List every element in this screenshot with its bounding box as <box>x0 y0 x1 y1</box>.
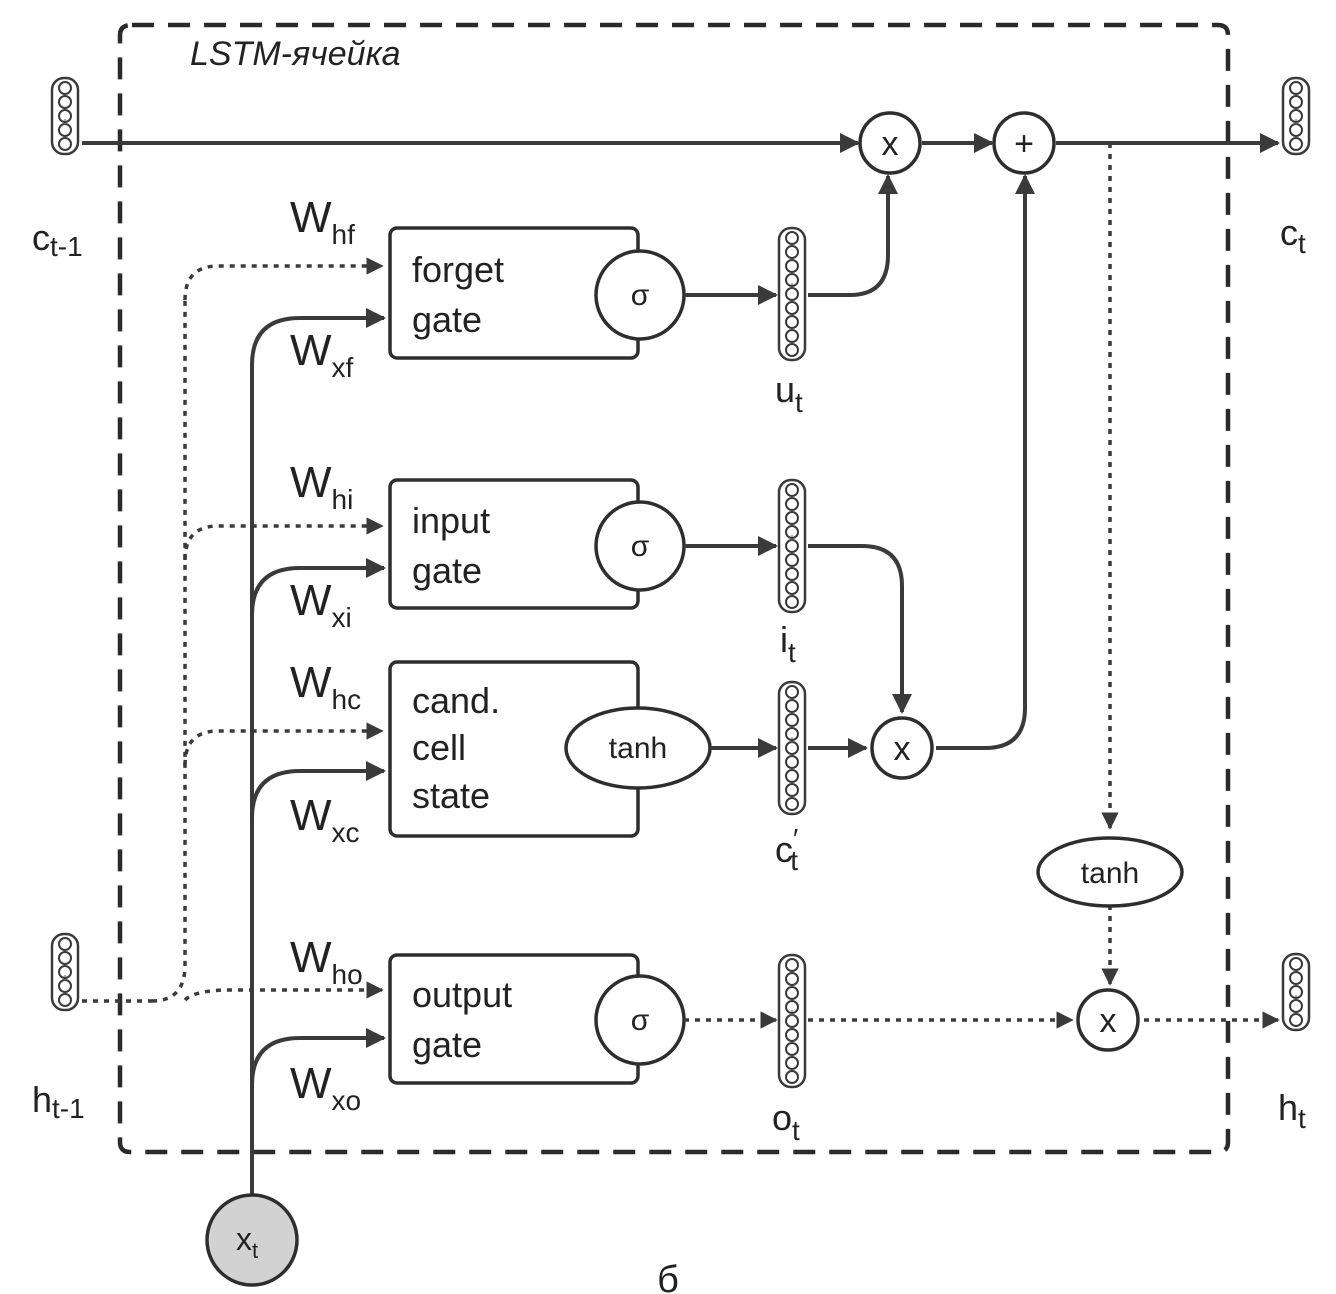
x-input-label: xt <box>236 1221 258 1263</box>
input-multiply-node <box>870 716 934 780</box>
u-t-vector <box>777 226 807 362</box>
c-out-label: ct <box>1280 212 1306 259</box>
c-out-vector <box>1281 76 1311 156</box>
forget-multiply-node <box>858 111 922 175</box>
candidate-label: cand. cell state <box>412 680 510 816</box>
h-out-vector <box>1281 952 1311 1032</box>
o-t-label: ot <box>772 1097 800 1146</box>
w-ho: Who <box>290 933 363 990</box>
add-symbol: + <box>1014 125 1034 163</box>
h-prev-bus <box>82 257 384 1003</box>
w-hi: Whi <box>290 458 353 515</box>
output-tanh-node <box>1036 836 1184 908</box>
h-prev-vector <box>50 932 80 1012</box>
w-xo: Wxo <box>290 1059 361 1116</box>
c-prev-label: ct-1 <box>32 217 83 262</box>
c-prev-vector <box>50 76 80 156</box>
o-t-vector <box>777 953 807 1089</box>
output-multiply-symbol: x <box>1100 1002 1117 1040</box>
x-branches <box>250 308 386 1086</box>
w-xf: Wxf <box>290 326 354 383</box>
input-gate-label: input gate <box>412 500 500 591</box>
w-hc: Whc <box>290 658 361 715</box>
i-t-label: it <box>780 619 796 668</box>
w-hf: Whf <box>290 193 355 250</box>
forget-multiply-symbol: x <box>882 125 899 163</box>
x-input-node <box>205 1193 299 1287</box>
i-t-vector <box>777 478 807 614</box>
h-out-label: ht <box>1278 1087 1306 1134</box>
forget-sigma-label: σ <box>631 279 650 312</box>
forget-gate-label: forget gate <box>412 249 514 340</box>
output-tanh-label: tanh <box>1081 857 1139 890</box>
figure-caption: б <box>657 1259 679 1294</box>
cell-frame <box>117 22 1231 1155</box>
add-node <box>992 111 1056 175</box>
u-t-label: ut <box>775 369 803 418</box>
output-gate-label: output gate <box>412 974 522 1065</box>
activation-arrows <box>684 285 778 1029</box>
c-prime-t-label: c′t <box>775 823 798 876</box>
candidate-tanh-label: tanh <box>609 732 667 765</box>
w-xc: Wxc <box>290 791 360 848</box>
input-sigma-label: σ <box>631 530 650 563</box>
cell-title: LSTM-ячейка <box>190 35 401 73</box>
c-prime-vector <box>777 680 807 816</box>
output-multiply-node <box>1076 988 1140 1052</box>
vectors-layer <box>50 76 1311 1089</box>
w-xi: Wxi <box>290 576 352 633</box>
h-prev-label: ht-1 <box>32 1079 85 1124</box>
operator-flows <box>808 143 1280 1029</box>
input-multiply-symbol: x <box>894 730 911 768</box>
output-sigma-label: σ <box>631 1004 650 1037</box>
